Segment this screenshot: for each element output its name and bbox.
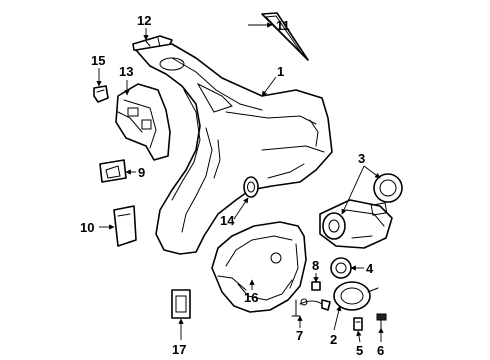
callout-6: 6 [377, 343, 384, 358]
quarter-window-glass-part [261, 12, 309, 61]
filler-housing-part [319, 173, 403, 249]
callout-1: 1 [277, 64, 284, 79]
callout-4: 4 [366, 261, 374, 276]
callout-11: 11 [276, 18, 290, 33]
callout-16: 16 [244, 290, 258, 305]
callout-10: 10 [80, 220, 94, 235]
callout-8: 8 [312, 258, 319, 273]
callout-15: 15 [91, 53, 105, 68]
fuel-door-recess-part [243, 176, 259, 198]
inner-panel-extension-part [115, 83, 171, 161]
grommet-part [311, 281, 321, 291]
callout-7: 7 [296, 328, 303, 343]
wheelhouse-part [211, 221, 307, 313]
spring-clip-part [353, 317, 363, 331]
callout-9: 9 [138, 165, 145, 180]
bracket-plate-part [99, 159, 127, 183]
callout-5: 5 [356, 343, 363, 358]
callout-17: 17 [172, 342, 186, 357]
quarter-panel-part [135, 43, 333, 255]
release-cable-part [291, 298, 331, 317]
callout-14: 14 [220, 213, 235, 228]
callout-2: 2 [330, 332, 337, 347]
clip-part [93, 85, 109, 103]
callout-3: 3 [358, 151, 365, 166]
seal-ring-part [330, 257, 352, 279]
callout-12: 12 [137, 13, 151, 28]
leader-lines [96, 22, 384, 343]
screw-part [376, 313, 387, 329]
patch-panel-part [113, 205, 137, 247]
callout-13: 13 [119, 64, 133, 79]
filler-door-part [333, 281, 379, 311]
lower-bracket-part [171, 289, 191, 319]
